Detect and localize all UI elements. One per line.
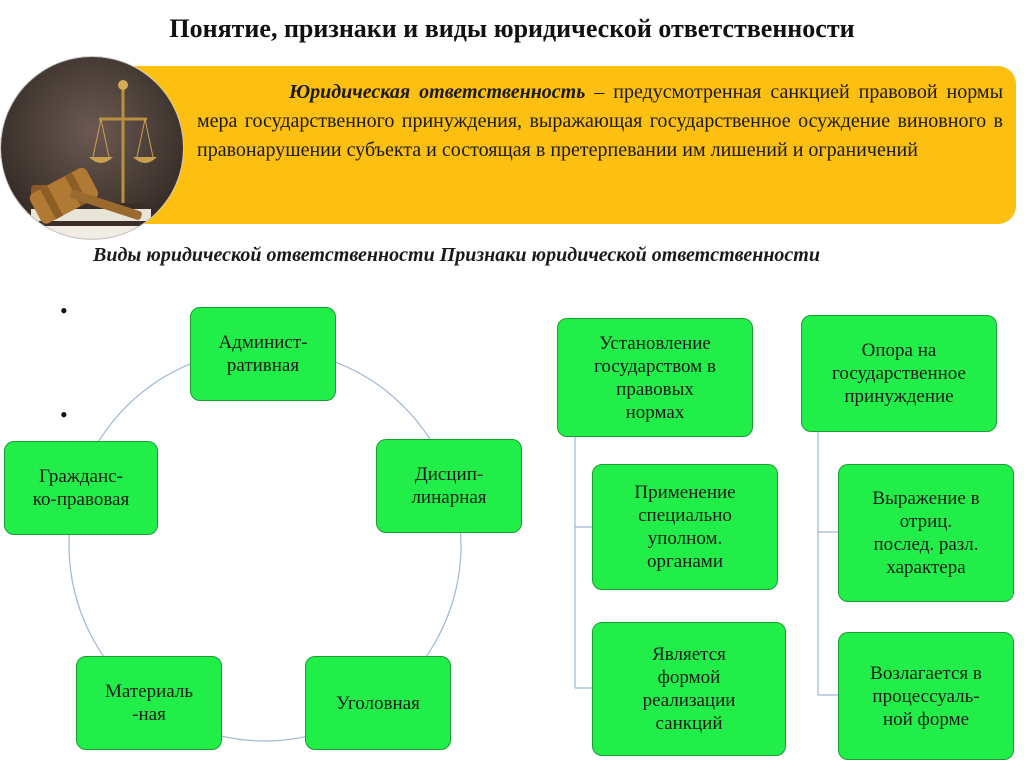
feature-procedural-form: Возлагается в процессуаль- ной форме: [838, 632, 1014, 760]
type-disciplinary: Дисцип- линарная: [376, 439, 522, 533]
definition-term: Юридическая ответственность: [289, 81, 586, 103]
gavel-scales-photo: [0, 56, 184, 240]
feature-state-coercion: Опора на государственное принуждение: [801, 315, 997, 432]
type-material: Материаль -ная: [76, 656, 222, 750]
gavel-icon: [1, 57, 183, 239]
definition-text: Юридическая ответственность – предусмотр…: [197, 78, 1003, 165]
definition-banner: [92, 66, 1016, 224]
feature-sanction-form: Является формой реализации санкций: [592, 622, 786, 756]
feature-special-bodies: Применение специально уполном. органами: [592, 464, 778, 590]
type-administrative: Админист- ративная: [190, 307, 336, 401]
feature-negative-consequences: Выражение в отриц. послед. разл. характе…: [838, 464, 1014, 602]
feature-state-norms: Установление государством в правовых нор…: [557, 318, 753, 437]
bullet-1: •: [60, 298, 68, 323]
definition-body: – предусмотренная санкцией правовой норм…: [197, 81, 1004, 161]
bullet-2: •: [60, 402, 68, 427]
type-criminal: Уголовная: [305, 656, 451, 750]
type-civil: Граждaнс- ко-правовая: [4, 441, 158, 535]
section-subheading: Виды юридической ответственности Признак…: [93, 244, 820, 266]
page-title: Понятие, признаки и виды юридической отв…: [169, 14, 855, 43]
